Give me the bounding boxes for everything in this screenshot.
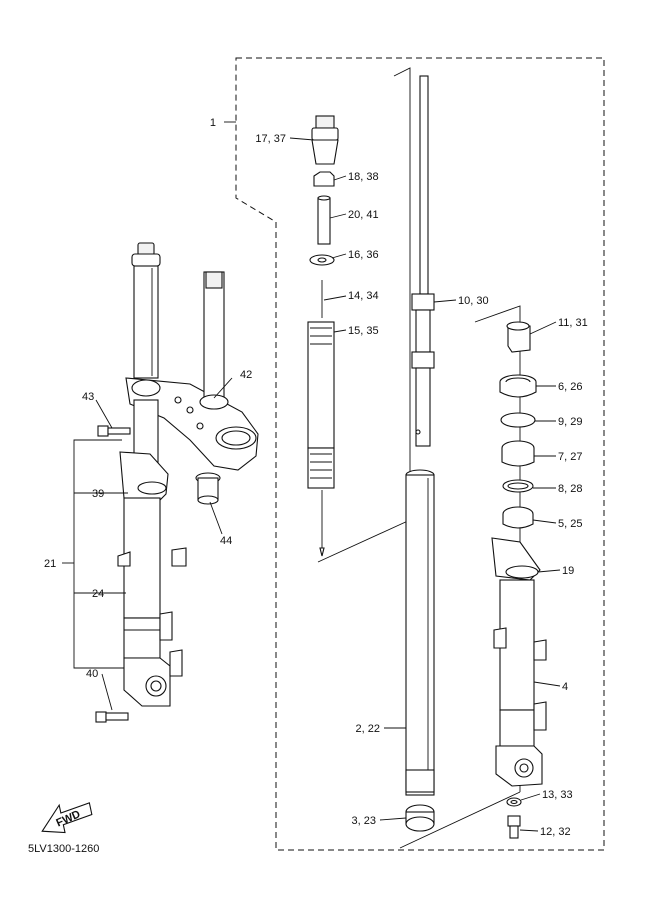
callout-40: 40	[86, 668, 98, 680]
cap-bolt-17	[311, 115, 339, 165]
callout-17: 17, 37	[255, 133, 286, 145]
leader-43	[95, 399, 113, 429]
leader-17	[289, 137, 315, 141]
leader-3	[379, 817, 407, 821]
leader-11	[529, 321, 557, 335]
callout-21: 21	[44, 558, 56, 570]
callout-2: 2, 22	[356, 723, 380, 735]
bolt-40	[95, 711, 129, 723]
oil-seal-6	[499, 374, 537, 398]
callout-7: 7, 27	[558, 451, 582, 463]
bushing-8	[502, 479, 534, 493]
callout-5: 5, 25	[558, 518, 582, 530]
callout-3: 3, 23	[352, 815, 376, 827]
dust-seal-11	[506, 321, 531, 353]
leader-18	[333, 175, 347, 181]
callout-10: 10, 30	[458, 295, 489, 307]
bushing-5	[502, 506, 534, 529]
callout-6: 6, 26	[558, 381, 582, 393]
assembled-fork-left	[117, 242, 259, 707]
leader-20	[329, 213, 347, 219]
callout-13: 13, 33	[542, 789, 573, 801]
oil-seal-3	[405, 804, 435, 832]
callout-12: 12, 32	[540, 826, 571, 838]
leader-15	[333, 329, 347, 333]
outer-tube-2	[405, 469, 435, 796]
diagram-code: 5LV1300-1260	[28, 843, 99, 855]
clip-9	[500, 412, 536, 428]
bracket-21	[73, 439, 124, 669]
leader-44	[209, 501, 223, 535]
bolt-43	[97, 425, 131, 437]
callout-14: 14, 34	[348, 290, 379, 302]
outer-tube-4	[491, 537, 547, 787]
callout-39: 39	[92, 488, 104, 500]
callout-43: 43	[82, 391, 94, 403]
bracket-inner-rod	[317, 67, 411, 563]
callout-1: 1	[210, 117, 216, 129]
callout-20: 20, 41	[348, 209, 379, 221]
leader-12	[519, 829, 539, 832]
leader-42	[213, 377, 233, 399]
bolt-12	[507, 815, 521, 839]
leader-19	[537, 569, 561, 573]
callout-44: 44	[220, 535, 232, 547]
spacer-20	[317, 195, 331, 245]
washer-16	[309, 254, 335, 266]
damper-rod-10	[411, 75, 435, 447]
leader-4	[533, 681, 561, 687]
callout-9: 9, 29	[558, 416, 582, 428]
spring-cartridge-14	[307, 280, 335, 557]
callout-18: 18, 38	[348, 171, 379, 183]
washer-7	[501, 440, 535, 467]
leader-13	[520, 793, 541, 801]
collar-44	[195, 472, 221, 505]
nut-18	[313, 171, 335, 187]
callout-15: 15, 35	[348, 325, 379, 337]
leader-5	[532, 519, 557, 524]
callout-8: 8, 28	[558, 483, 582, 495]
callout-24: 24	[92, 588, 104, 600]
leader-14	[323, 295, 347, 301]
callout-42: 42	[240, 369, 252, 381]
leader-16	[331, 253, 347, 259]
leader-40	[101, 673, 113, 711]
washer-13	[506, 797, 522, 807]
assembly-boundary	[235, 57, 605, 851]
callout-16: 16, 36	[348, 249, 379, 261]
callout-19: 19	[562, 565, 574, 577]
bracket-outer-lower	[399, 791, 521, 849]
leader-10	[433, 299, 457, 303]
fwd-arrow-icon: FWD	[41, 802, 93, 834]
callout-11: 11, 31	[558, 317, 588, 329]
callout-4: 4	[562, 681, 568, 693]
